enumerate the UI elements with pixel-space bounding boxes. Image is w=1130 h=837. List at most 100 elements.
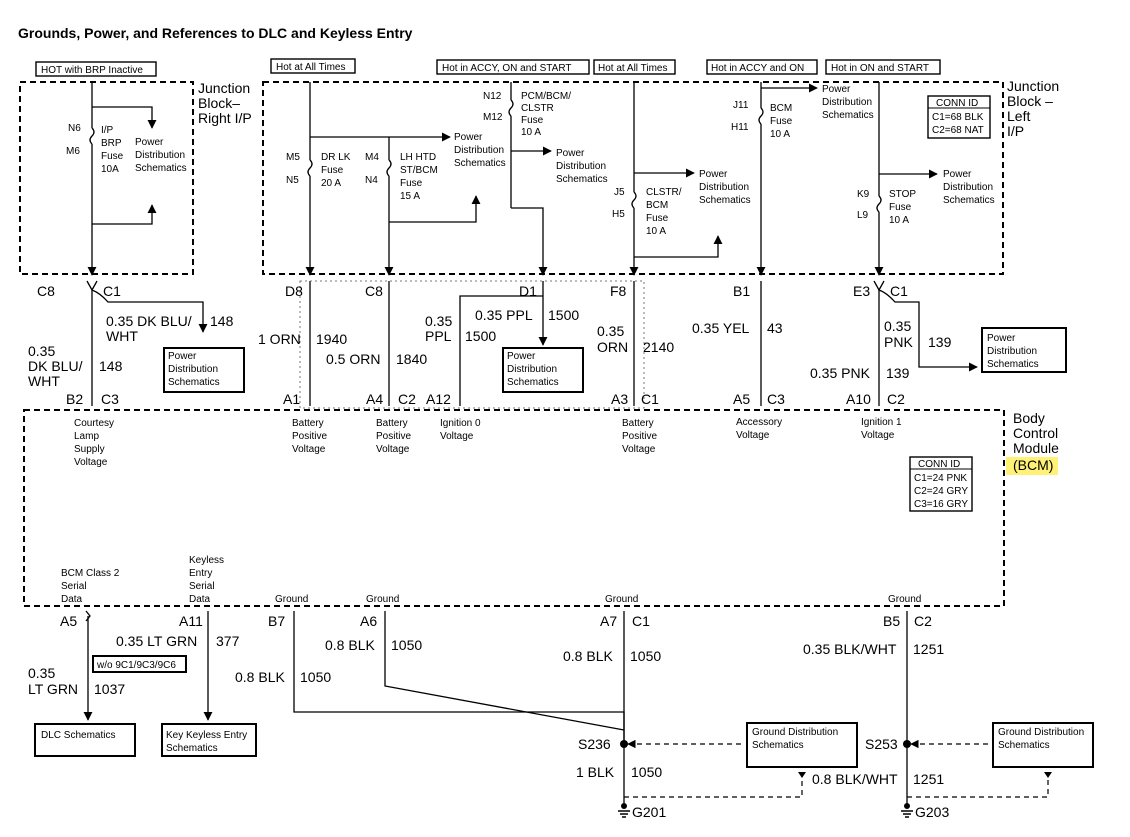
svg-text:Hot in ACCY, ON and START: Hot in ACCY, ON and START — [442, 63, 572, 74]
wire-148-gauge-a-2: WHT — [106, 328, 138, 344]
svg-text:C2=24 GRY: C2=24 GRY — [914, 486, 968, 497]
pds-bcm-3: Schematics — [822, 110, 874, 121]
pds-brp-3: Schematics — [135, 163, 187, 174]
svg-text:C1=68 BLK: C1=68 BLK — [932, 112, 984, 123]
fuse-pcm-name-4: 10 A — [521, 127, 541, 138]
junction-block-right-ip — [19, 81, 194, 275]
wire-1050-gauge-a: 0.8 BLK — [235, 669, 285, 685]
bcm-label-1: Body — [1013, 410, 1045, 426]
splice-s236-dot — [620, 740, 628, 748]
svg-text:Key Keyless Entry: Key Keyless Entry — [166, 730, 247, 741]
fuse-drlk-name-1: DR LK — [321, 152, 351, 163]
fuse-pcm-name-3: Fuse — [521, 115, 544, 126]
pin-c3-b: C3 — [767, 391, 785, 407]
svg-text:Power: Power — [507, 351, 536, 362]
wire-148-num-a: 148 — [210, 313, 234, 329]
svg-text:w/o 9C1/9C3/9C6: w/o 9C1/9C3/9C6 — [96, 660, 176, 671]
svg-text:Schematics: Schematics — [752, 740, 804, 751]
pds-box-1500: Power Distribution Schematics — [502, 347, 584, 393]
svg-text:Schematics: Schematics — [168, 377, 220, 388]
output-ground-2: Ground — [366, 594, 399, 605]
pin-c1-bcm: C1 — [641, 391, 659, 407]
wire-139-gauge-b: 0.35 PNK — [810, 365, 871, 381]
junction-block-left-label-2: Block – — [1007, 93, 1053, 109]
pin-e3: E3 — [853, 283, 870, 299]
wire-1840-gauge: 0.5 ORN — [326, 351, 380, 367]
pin-b5: B5 — [883, 613, 900, 629]
dashed-return-1 — [624, 776, 803, 798]
ground-distribution-box-2[interactable]: Ground Distribution Schematics — [992, 722, 1094, 768]
input-accy-2: Voltage — [736, 430, 770, 441]
fuse-bcm-name-2: Fuse — [770, 116, 793, 127]
fuse-drlk-terminal-1: M5 — [286, 152, 300, 163]
lhhtd-fuse-circuit — [384, 137, 481, 406]
wire-148-gauge-b-1: 0.35 — [28, 343, 55, 359]
fuse-pcm-name-2: CLSTR — [521, 103, 554, 114]
wire-1500-num-a: 1500 — [548, 307, 579, 323]
fuse-stop-terminal-2: L9 — [857, 210, 869, 221]
fuse-pcm-terminal-1: N12 — [483, 91, 502, 102]
pds-drlk-1: Power — [454, 132, 483, 143]
wire-2140-gauge-2: ORN — [597, 339, 628, 355]
fuse-drlk-name-2: Fuse — [321, 165, 344, 176]
fuse-drlk-name-3: 20 A — [321, 178, 341, 189]
fuse-clstr-terminal-1: J5 — [614, 187, 625, 198]
diagram-title: Grounds, Power, and References to DLC an… — [18, 25, 413, 41]
output-keyless-2: Entry — [189, 568, 212, 579]
pin-c1-right: C1 — [890, 283, 908, 299]
junction-block-left-label-3: Left — [1007, 108, 1030, 124]
key-keyless-entry-schematics-box[interactable]: Key Keyless Entry Schematics — [161, 723, 257, 757]
hot-label-brp: HOT with BRP Inactive — [35, 61, 157, 77]
pds-stop-3: Schematics — [943, 195, 995, 206]
wire-139-num-b: 139 — [886, 365, 910, 381]
pds-box-148: Power Distribution Schematics — [163, 347, 245, 393]
bottom-circuits — [83, 610, 908, 806]
wire-139-gauge-a-2: PNK — [884, 334, 913, 350]
svg-text:Distribution: Distribution — [507, 364, 557, 375]
ground-distribution-box-1[interactable]: Ground Distribution Schematics — [746, 722, 858, 768]
pin-c2-bottom: C2 — [914, 613, 932, 629]
svg-text:HOT with BRP Inactive: HOT with BRP Inactive — [41, 65, 143, 76]
fuse-bcm-terminal-2: H11 — [731, 122, 749, 133]
fuse-pcm-name-1: PCM/BCM/ — [521, 91, 571, 102]
svg-text:Ground Distribution: Ground Distribution — [998, 727, 1084, 738]
fuse-brp-name-1: I/P — [101, 125, 114, 136]
svg-text:Hot in ON and START: Hot in ON and START — [831, 63, 929, 74]
conn-id-junction-block: CONN ID C1=68 BLK C2=68 NAT — [927, 95, 991, 139]
drlk-fuse-circuit — [305, 82, 451, 406]
svg-text:Schematics: Schematics — [987, 359, 1039, 370]
svg-text:CONN ID: CONN ID — [936, 98, 978, 109]
fuse-stop-name-1: STOP — [889, 189, 916, 200]
pin-b2: B2 — [66, 391, 83, 407]
bcm-label-4: (BCM) — [1013, 457, 1053, 473]
pin-a10: A10 — [846, 391, 871, 407]
splice-s253-dot — [903, 740, 911, 748]
input-ign1-1: Ignition 1 — [861, 417, 902, 428]
input-courtesy-4: Voltage — [74, 457, 108, 468]
fuse-stop-name-2: Fuse — [889, 202, 912, 213]
wire-1500-gauge-b-1: 0.35 — [425, 313, 452, 329]
input-ign0-1: Ignition 0 — [440, 418, 481, 429]
ground-g203: G203 — [915, 804, 949, 820]
pds-brp-2: Distribution — [135, 150, 185, 161]
pin-c2-a: C2 — [398, 391, 416, 407]
wire-139-gauge-a-1: 0.35 — [884, 318, 911, 334]
junction-block-right-label-1: Junction — [198, 80, 250, 96]
fuse-stop-name-3: 10 A — [889, 215, 909, 226]
hot-label-accy-on-start: Hot in ACCY, ON and START — [436, 59, 590, 75]
input-ign1-2: Voltage — [861, 430, 895, 441]
fuse-lhhtd-terminal-1: M4 — [365, 152, 379, 163]
input-accy-1: Accessory — [736, 417, 782, 428]
dashed-return-1-arrow — [798, 772, 806, 778]
dlc-schematics-box[interactable]: DLC Schematics — [34, 723, 136, 757]
pin-c8-left: C8 — [37, 283, 55, 299]
conn-id-bcm: CONN ID C1=24 PNK C2=24 GRY C3=16 GRY — [909, 456, 973, 512]
fuse-lhhtd-name-3: Fuse — [400, 178, 423, 189]
fuse-clstr-name-2: BCM — [646, 200, 668, 211]
wire-1050-num-b: 1050 — [391, 637, 422, 653]
wire-1037-gauge-1: 0.35 — [28, 665, 55, 681]
wire-1251-gauge-a: 0.35 BLK/WHT — [803, 641, 897, 657]
pin-a5-bottom: A5 — [60, 613, 77, 629]
pin-a4: A4 — [366, 391, 383, 407]
svg-text:Hot in ACCY and ON: Hot in ACCY and ON — [711, 63, 804, 74]
